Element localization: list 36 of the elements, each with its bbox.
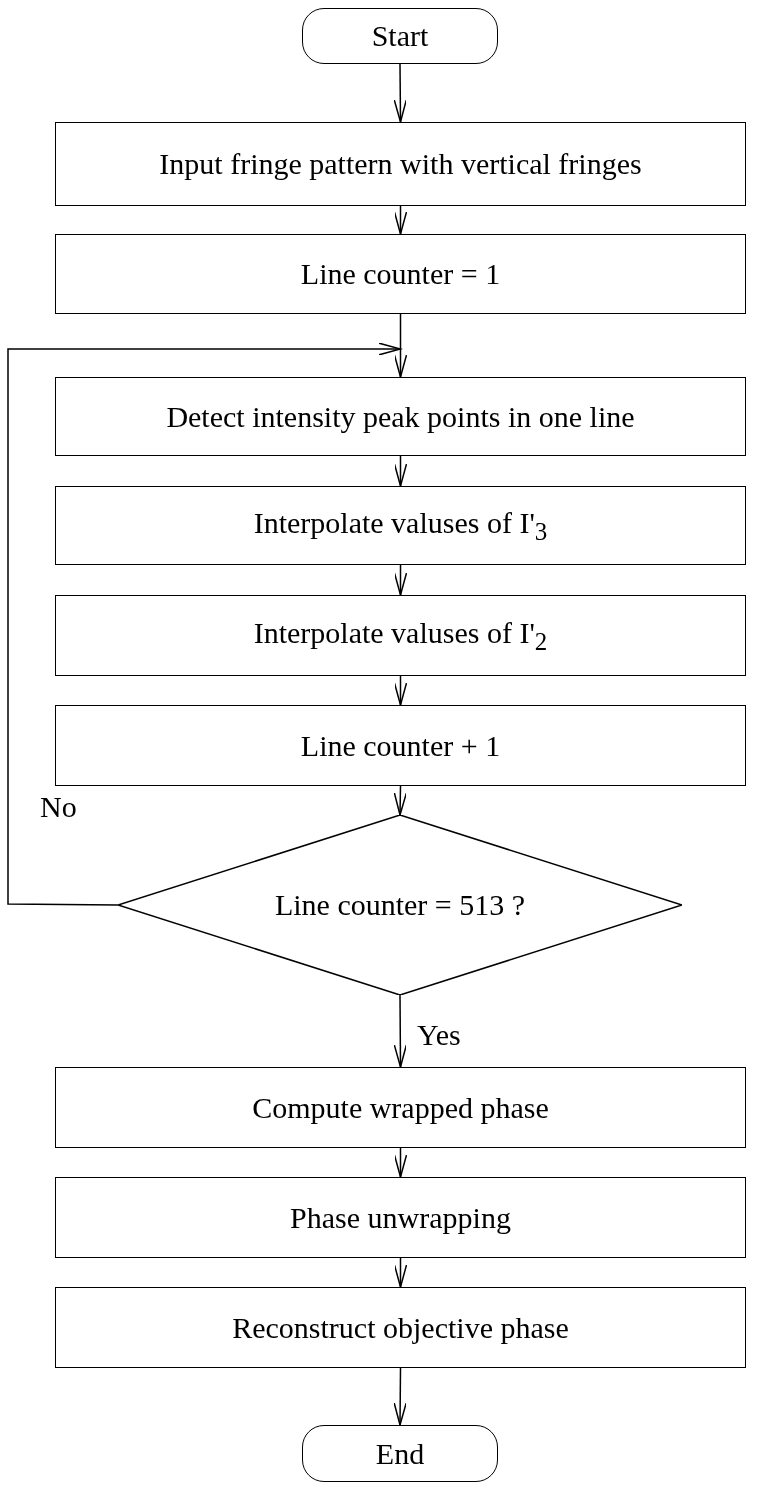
terminal-box bbox=[302, 1425, 498, 1482]
arrow bbox=[393, 205, 408, 235]
process-box bbox=[55, 1067, 746, 1148]
process-box bbox=[55, 234, 746, 314]
process-box bbox=[55, 1287, 746, 1368]
arrow bbox=[393, 313, 408, 378]
process-box bbox=[55, 1177, 746, 1258]
step-text: Compute wrapped phase bbox=[252, 1090, 549, 1125]
arrow bbox=[7, 342, 402, 906]
step-text: Input fringe pattern with vertical fringes bbox=[159, 147, 642, 181]
terminal-box bbox=[302, 8, 498, 64]
step-text: Line counter + 1 bbox=[300, 728, 501, 763]
arrow bbox=[393, 564, 408, 596]
process-box bbox=[55, 122, 746, 206]
step-text: Interpolate valuses of I'$_{2}$ bbox=[253, 615, 548, 656]
process-box bbox=[55, 486, 746, 565]
step-text: Line counter = 1 bbox=[300, 257, 501, 291]
arrow bbox=[393, 63, 408, 123]
arrow bbox=[393, 675, 408, 706]
step-text: Line counter = 513 ? bbox=[274, 888, 526, 922]
step-text: Start bbox=[371, 19, 429, 53]
arrow bbox=[393, 1367, 407, 1426]
process-box bbox=[55, 705, 746, 786]
step-text: Phase unwrapping bbox=[290, 1200, 511, 1235]
decision-diamond bbox=[118, 815, 682, 995]
process-box bbox=[55, 595, 746, 676]
arrow bbox=[393, 455, 408, 487]
step-text: Reconstruct objective phase bbox=[232, 1310, 569, 1345]
process-box bbox=[55, 377, 746, 456]
step-text: Interpolate valuses of I'$_{3}$ bbox=[253, 505, 548, 546]
arrow bbox=[393, 994, 408, 1068]
arrow bbox=[393, 1147, 408, 1178]
arrow bbox=[393, 785, 408, 816]
arrow bbox=[393, 1257, 408, 1288]
step-text: End bbox=[375, 1436, 425, 1471]
step-text: Detect intensity peak points in one line bbox=[166, 399, 635, 434]
